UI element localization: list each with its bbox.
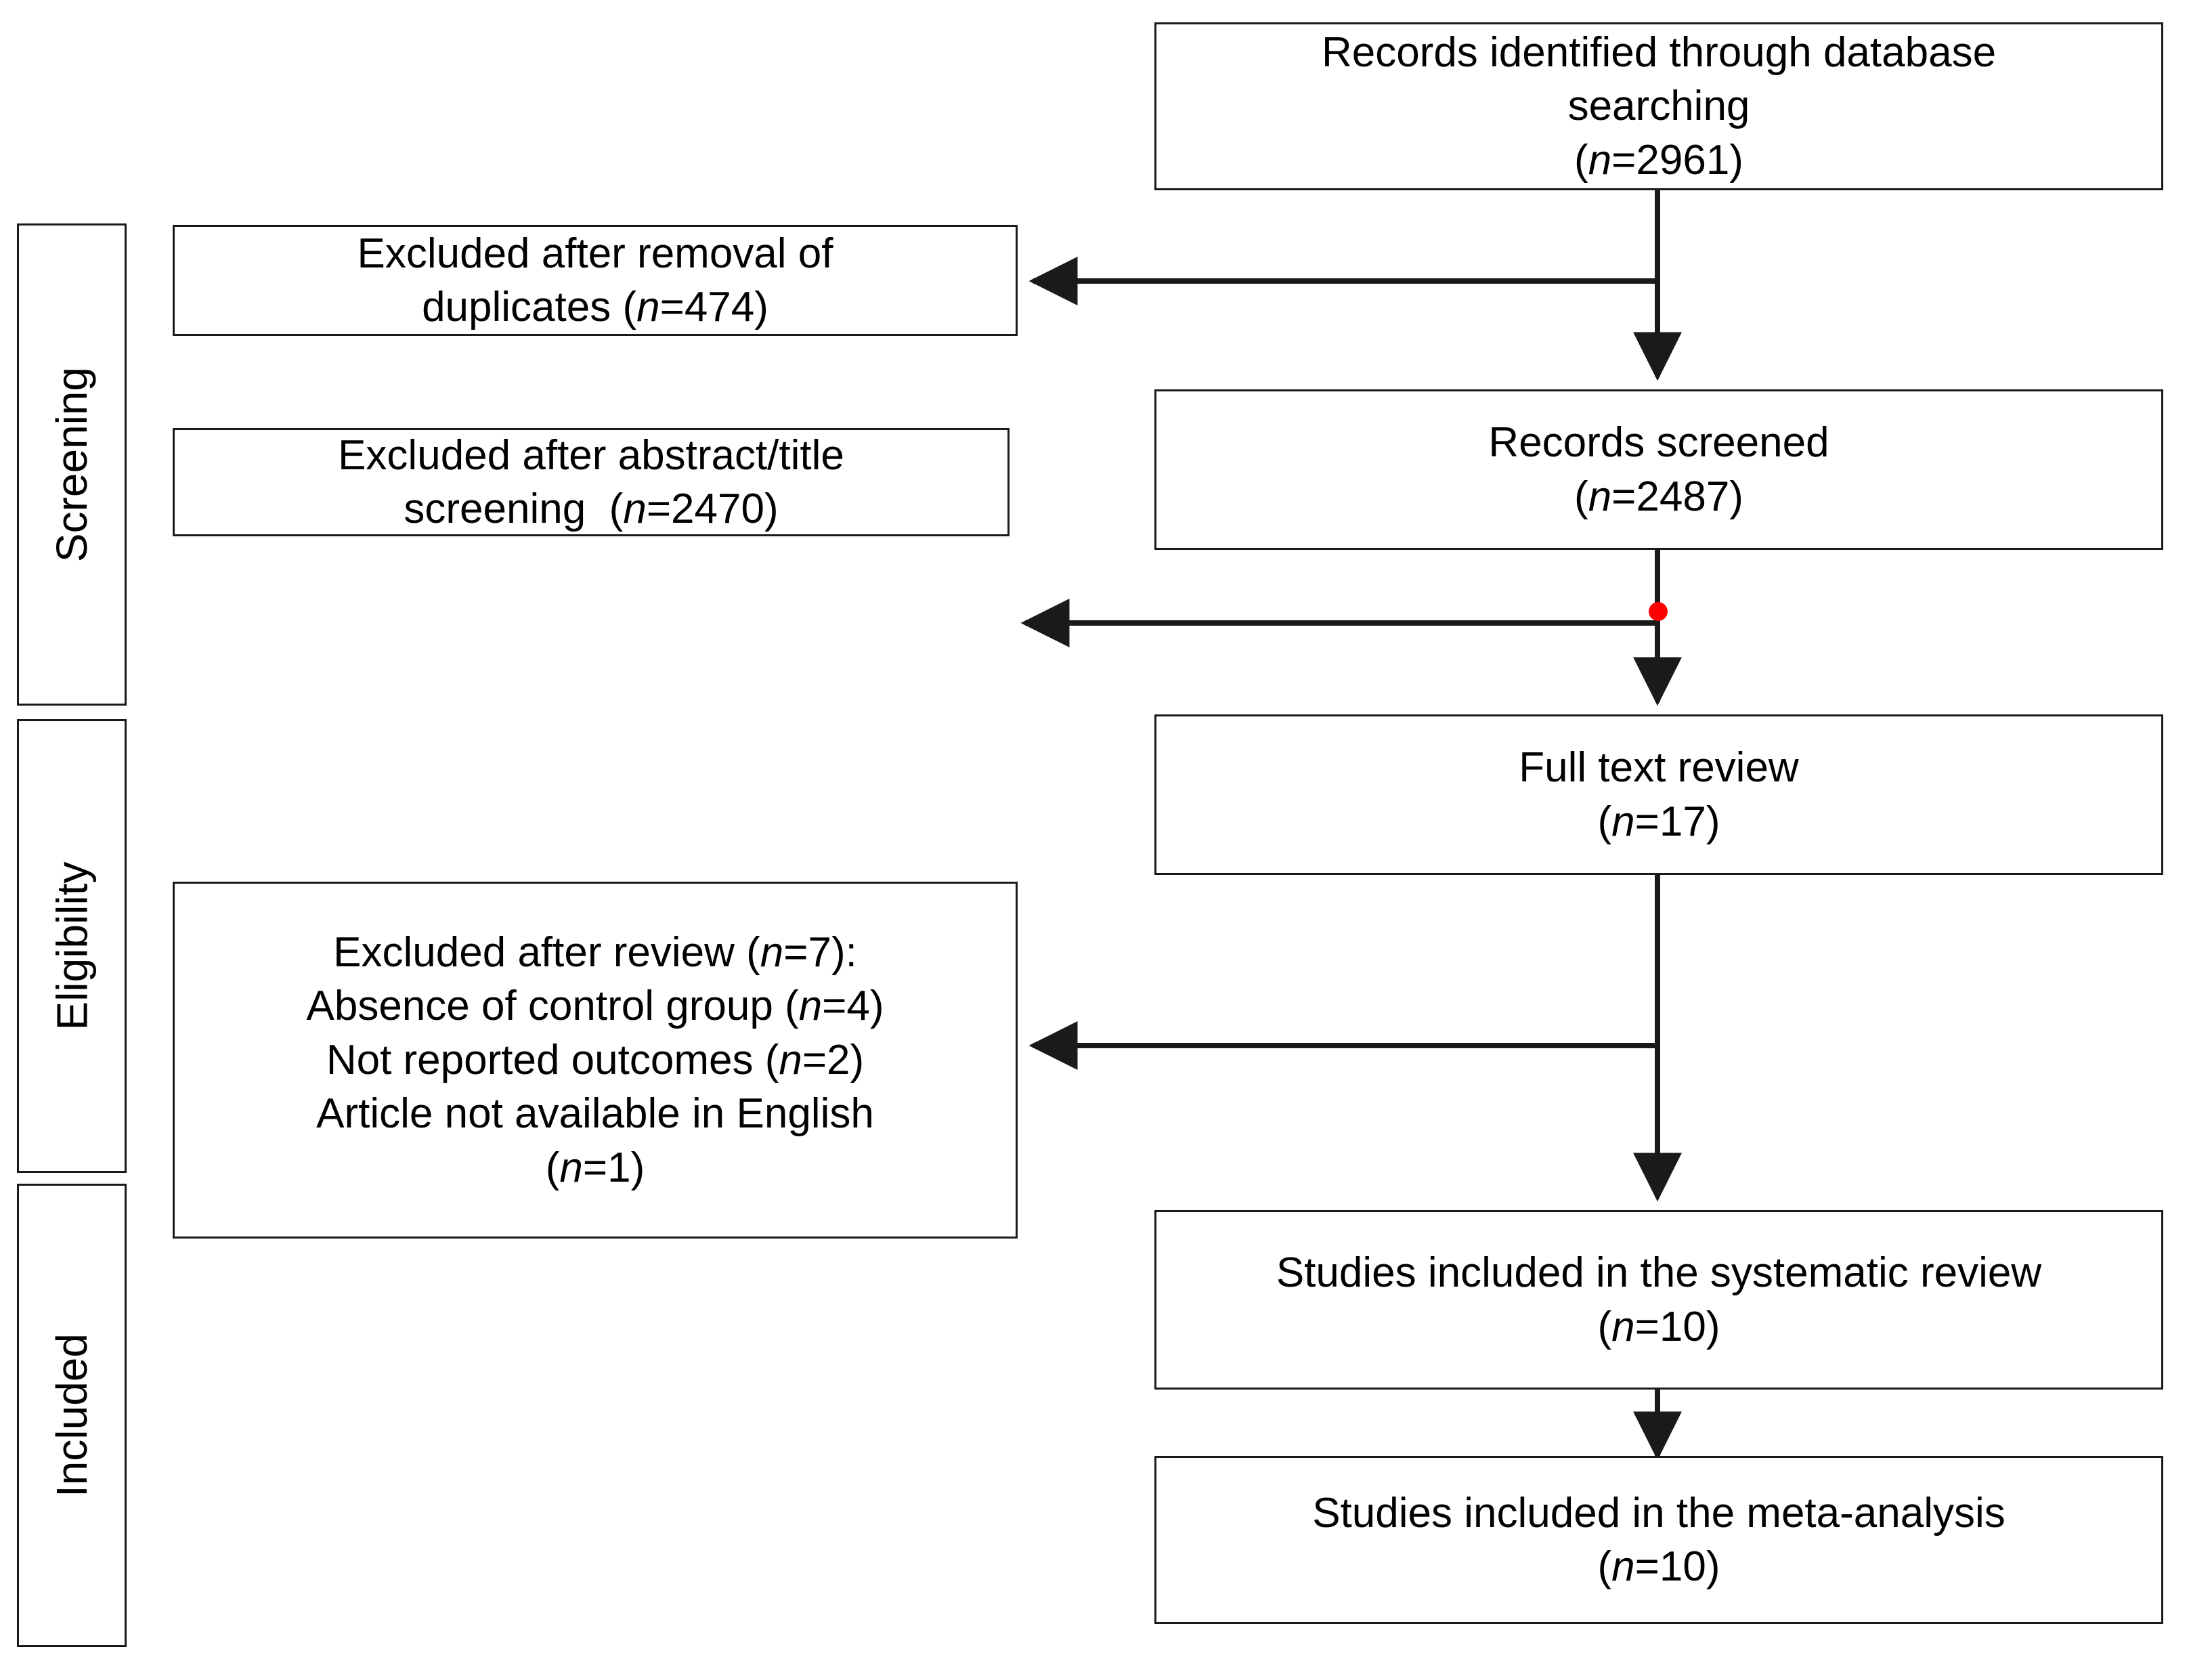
studies-systematic-review-count: (n=10) <box>1597 1303 1720 1350</box>
excluded-after-review-line-5: (n=1) <box>545 1144 645 1191</box>
records-screened-count: (n=2487) <box>1574 473 1743 520</box>
records-identified-line-2: searching <box>1567 83 1750 130</box>
excluded-after-review-line-4: Article not available in English <box>316 1090 874 1138</box>
records-screened-line-1: Records screened <box>1488 419 1829 467</box>
full-text-review-box: Full text review (n=17) <box>1154 714 2163 875</box>
studies-systematic-review-box: Studies included in the systematic revie… <box>1154 1210 2163 1390</box>
studies-meta-analysis-count: (n=10) <box>1597 1543 1720 1590</box>
stage-label-included: Included <box>47 1333 96 1497</box>
excluded-duplicates-box: Excluded after removal of duplicates (n=… <box>173 225 1018 336</box>
excluded-after-review-line-1: Excluded after review (n=7): <box>333 929 857 976</box>
excluded-duplicates-line-1: Excluded after removal of <box>357 230 833 277</box>
excluded-duplicates-line-2: duplicates (n=474) <box>422 284 768 330</box>
red-junction-dot <box>1649 602 1668 621</box>
records-identified-box: Records identified through database sear… <box>1154 22 2163 190</box>
studies-meta-analysis-line-1: Studies included in the meta-analysis <box>1312 1489 2005 1536</box>
full-text-review-count: (n=17) <box>1597 798 1720 845</box>
studies-systematic-review-line-1: Studies included in the systematic revie… <box>1276 1249 2042 1297</box>
full-text-review-line-1: Full text review <box>1519 744 1799 792</box>
studies-meta-analysis-box: Studies included in the meta-analysis (n… <box>1154 1456 2163 1624</box>
stage-label-eligibility: Eligibility <box>47 861 96 1031</box>
records-identified-line-1: Records identified through database <box>1321 28 1997 76</box>
records-screened-box: Records screened (n=2487) <box>1154 389 2163 550</box>
excluded-abstract-title-line-2: screening (n=2470) <box>404 486 779 532</box>
stage-box-screening: Screening <box>17 223 127 706</box>
stage-box-included: Included <box>17 1184 127 1647</box>
stage-label-screening: Screening <box>47 366 96 563</box>
excluded-after-review-line-3: Not reported outcomes (n=2) <box>326 1036 865 1083</box>
excluded-after-review-line-2: Absence of control group (n=4) <box>306 983 884 1030</box>
records-identified-count: (n=2961) <box>1574 136 1743 184</box>
excluded-abstract-title-box: Excluded after abstract/title screening … <box>173 428 1010 536</box>
stage-box-eligibility: Eligibility <box>17 719 127 1173</box>
excluded-abstract-title-line-1: Excluded after abstract/title <box>338 431 844 479</box>
excluded-after-review-box: Excluded after review (n=7): Absence of … <box>173 882 1018 1239</box>
